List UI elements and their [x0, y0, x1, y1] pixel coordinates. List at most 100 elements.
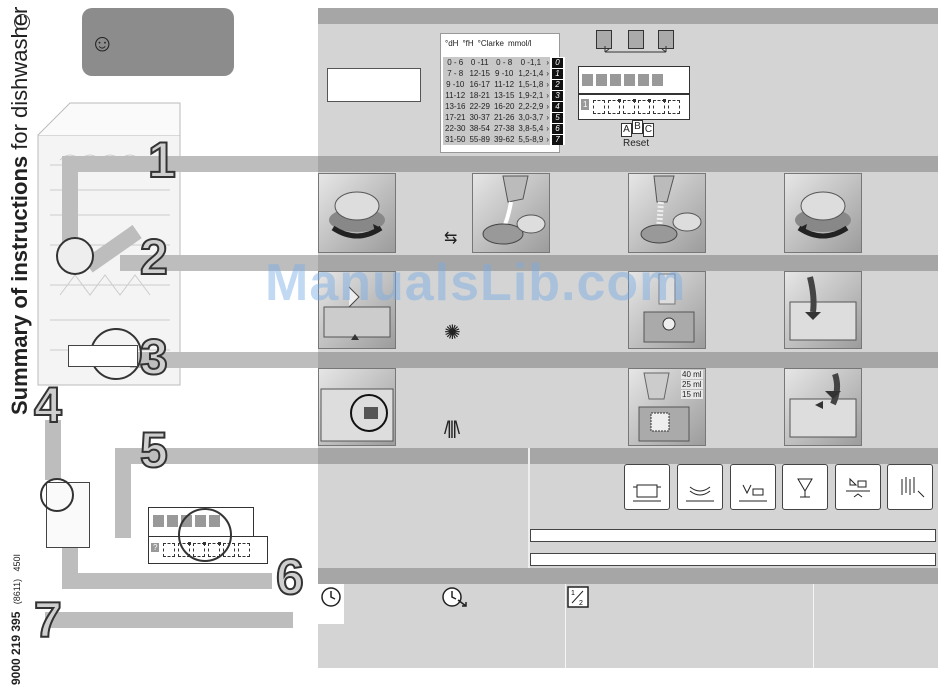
- photo-fill-rinse-aid: [628, 271, 706, 349]
- hardness-cell: 21-26: [493, 113, 515, 122]
- photo-pour-salt: [628, 173, 706, 253]
- row-header-4: [318, 352, 938, 368]
- photo-pour-water: [472, 173, 550, 253]
- hardness-setting: 1: [549, 68, 565, 79]
- row-header-3: [318, 255, 938, 271]
- hardness-cell: 2,2-2,9: [518, 102, 544, 111]
- hardness-setting-value: 7: [551, 134, 563, 145]
- hardness-cell: 13-16: [445, 102, 466, 111]
- hardness-header-row: °dH °fH °Clarke mmol/l: [443, 38, 538, 49]
- half-load-icon: 12: [567, 586, 589, 608]
- hardness-header: °fH: [462, 39, 474, 48]
- hardness-cell: 0 -11: [470, 58, 489, 67]
- title-bold: Summary of instructions: [7, 155, 32, 415]
- hardness-cell: 17-21: [445, 113, 466, 122]
- step-number-5: 5: [139, 422, 169, 478]
- hardness-setting: 4: [549, 101, 565, 112]
- row-header-6: [318, 568, 938, 584]
- hardness-cell: 0 -1,1: [520, 58, 542, 67]
- hardness-cell: 22-29: [469, 102, 490, 111]
- svg-text:2: 2: [579, 600, 583, 607]
- title-circle-icon: [14, 14, 30, 30]
- rinse-arrow-icon: ⇆: [444, 230, 458, 247]
- program-bar-1: [530, 529, 936, 542]
- step-number-7: 7: [33, 592, 63, 648]
- step-number-1: 1: [147, 132, 177, 188]
- photo-close-rinse-aid: [784, 271, 862, 349]
- hardness-cell: 3,8-5,4: [518, 124, 544, 133]
- hardness-cell: 3,0-3,7: [518, 113, 544, 122]
- hardness-arrow-icon: ›: [546, 58, 549, 67]
- photo-open-rinse-aid: [318, 271, 396, 349]
- step-number-2: 2: [139, 229, 169, 285]
- divider-bottom-2: [813, 584, 814, 668]
- svg-text:1: 1: [571, 590, 575, 597]
- hardness-setting: 6: [549, 123, 565, 134]
- hardness-cell: 7 - 8: [447, 69, 464, 78]
- doc-number: 9000 219 395: [9, 611, 23, 685]
- watermark: ManualsLib.com: [265, 254, 687, 312]
- plates-icon: [677, 464, 723, 510]
- row-header-5: [318, 448, 938, 464]
- route-7: [45, 612, 293, 628]
- hardness-cell: 55-89: [469, 135, 490, 144]
- photo-salt-open: [318, 173, 396, 253]
- hardness-setting: 5: [549, 112, 565, 123]
- hardness-setting-value: 0: [551, 57, 563, 68]
- hardness-cell: 12-15: [469, 69, 490, 78]
- divider-row5: [528, 448, 530, 568]
- hardness-cell: 1,9-2,1: [518, 91, 544, 100]
- button-left: [596, 30, 612, 49]
- hardness-header: °dH: [445, 39, 459, 48]
- doc-suffix: 450I: [12, 554, 22, 572]
- hardness-cell: 31-50: [445, 135, 466, 144]
- hardness-cell: 22-30: [445, 124, 466, 133]
- hardness-setting: 0: [549, 57, 565, 68]
- route-1: [62, 156, 318, 172]
- route-5: [115, 448, 318, 464]
- key-a: A: [621, 123, 632, 137]
- volume-label-40: 40 ml: [681, 370, 703, 379]
- hardness-cell: 13-15: [493, 91, 515, 100]
- button-middle: [628, 30, 644, 49]
- reset-label: Reset: [623, 138, 650, 149]
- hardness-arrow-icon: ›: [546, 69, 549, 78]
- drying-icon: [887, 464, 933, 510]
- step-number-6: 6: [275, 549, 305, 605]
- display-top-strip: [578, 66, 690, 94]
- hardness-cell: 1,2-1,4: [518, 69, 544, 78]
- volume-label-25: 25 ml: [681, 380, 703, 389]
- display-indicator: 1: [581, 99, 590, 110]
- hardness-setting: 3: [549, 90, 565, 101]
- hardness-cell: 30-37: [469, 113, 490, 122]
- hardness-setting: 2: [549, 79, 565, 90]
- double-arrow-icon: [604, 46, 667, 53]
- hardness-header: mmol/l: [507, 39, 532, 48]
- detergent-icon: /|||\: [444, 418, 460, 438]
- hardness-setting-value: 6: [551, 123, 563, 134]
- hardness-row: 7 - 8 12-15 9 -10 1,2-1,4›1: [443, 68, 565, 79]
- hardness-cell: 1,5-1,8: [518, 80, 544, 89]
- hardness-header: °Clarke: [477, 39, 504, 48]
- smiley-box: ☺: [82, 8, 234, 76]
- hardness-cell: 39-62: [493, 135, 515, 144]
- hardness-setting-value: 1: [551, 68, 563, 79]
- hardness-cell: 9 -10: [495, 69, 514, 78]
- route-6: [62, 573, 272, 589]
- hardness-setting-value: 2: [551, 79, 563, 90]
- volume-label-15: 15 ml: [681, 390, 703, 399]
- detail-circle-5: [178, 508, 232, 562]
- key-c: C: [643, 123, 654, 137]
- route-5-down: [115, 448, 131, 538]
- delay-start-icon: [442, 587, 467, 607]
- rinse-aid-icon: ✺: [444, 322, 461, 344]
- control-strip-illustration: [68, 345, 138, 367]
- step-number-4: 4: [33, 377, 63, 433]
- mini-display-indicator: ?: [151, 543, 160, 552]
- hardness-cell: 38-54: [469, 124, 490, 133]
